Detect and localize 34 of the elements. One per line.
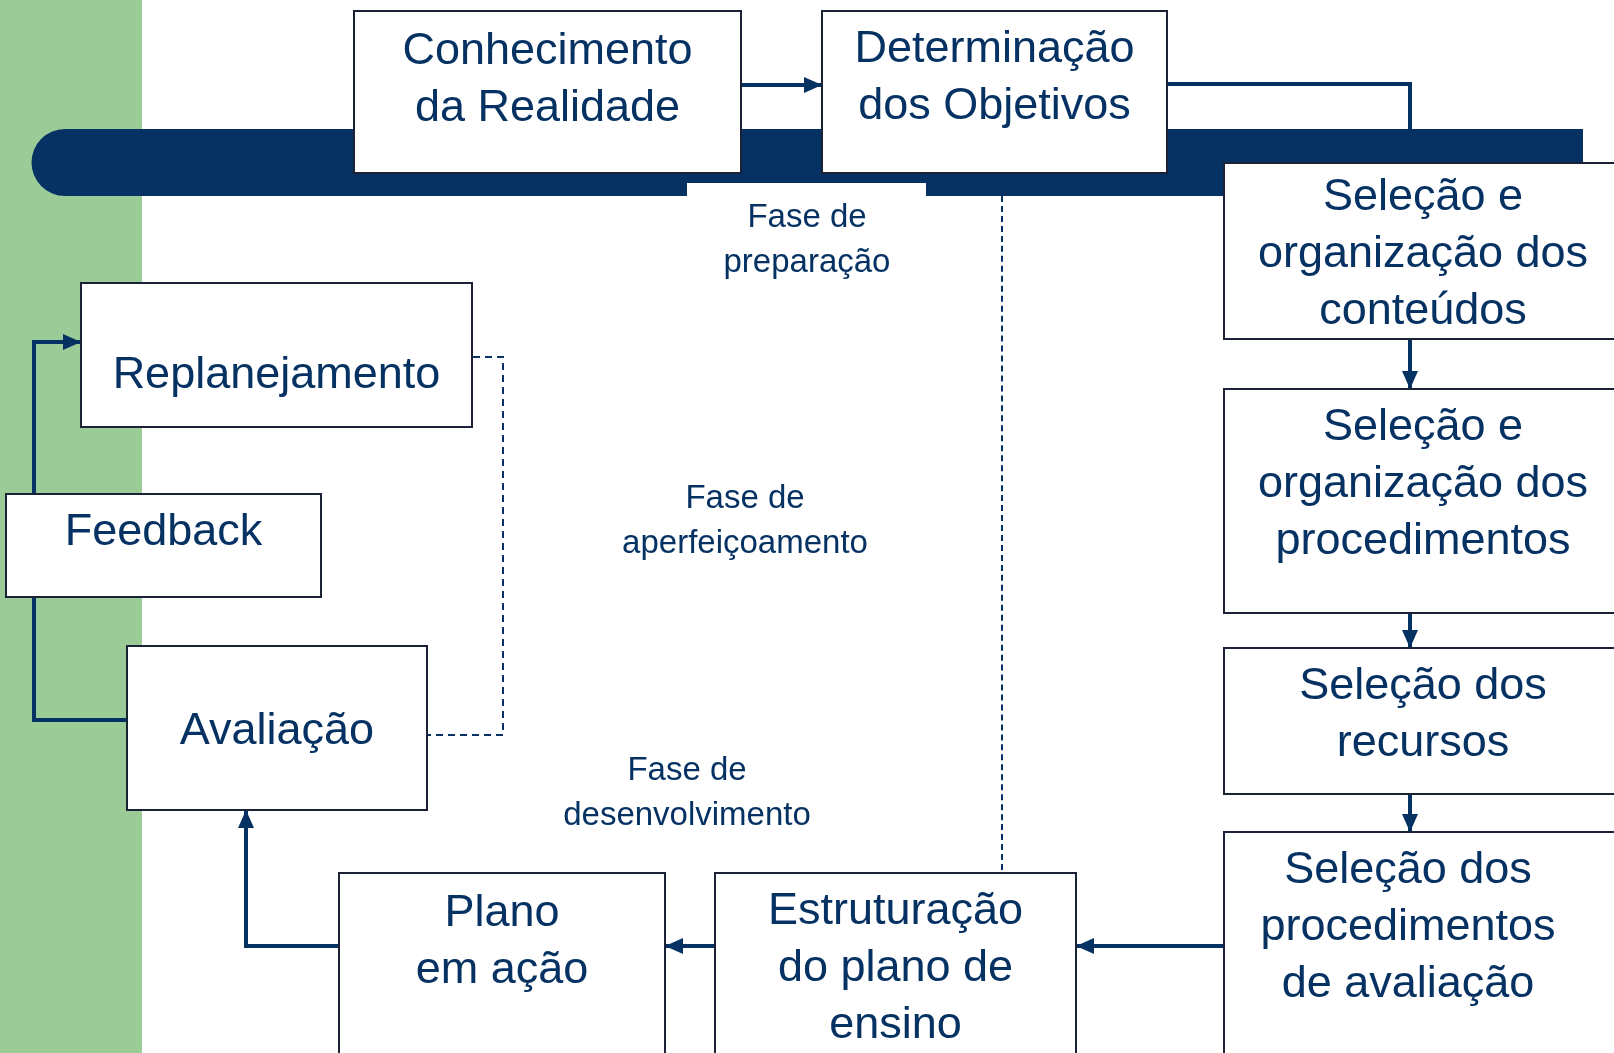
box-text: Avaliação [179,701,375,756]
arrow [1402,795,1418,832]
process-box [353,10,742,174]
process-box [1223,647,1614,795]
box-text: Plano em ação [414,884,590,995]
process-box [1223,388,1614,614]
arrow [32,334,81,493]
phase-label: Fase de aperfeiçoamento [621,477,869,562]
arrow [742,77,822,93]
box-text: Feedback [64,503,263,557]
arrow [1402,340,1418,389]
dashed-connector [427,356,504,736]
box-text: Conhecimento da Realidade [401,22,694,133]
box-text: Seleção dos procedimentos de avaliação [1259,841,1557,1009]
box-text: Seleção e organização dos conteúdos [1256,167,1590,336]
process-box [5,493,322,598]
process-box [80,282,473,428]
process-box [1223,162,1614,340]
box-text: Estruturação do plano de ensino [766,882,1025,1050]
arrow [1076,938,1223,954]
phase-label: Fase de preparação [722,196,892,281]
process-box [338,872,666,1053]
box-text: Replanejamento [112,345,441,400]
box-text: Seleção dos recursos [1298,657,1548,768]
process-box [714,872,1077,1053]
process-box [126,645,428,811]
process-box [821,10,1168,174]
arrow [1402,614,1418,648]
arrow [665,938,714,954]
process-box [1223,831,1614,1053]
phase-label: Fase de desenvolvimento [562,749,812,834]
box-text: Determinação dos Objetivos [853,20,1136,131]
box-text: Seleção e organização dos procedimentos [1256,398,1590,566]
arrow [238,810,338,948]
